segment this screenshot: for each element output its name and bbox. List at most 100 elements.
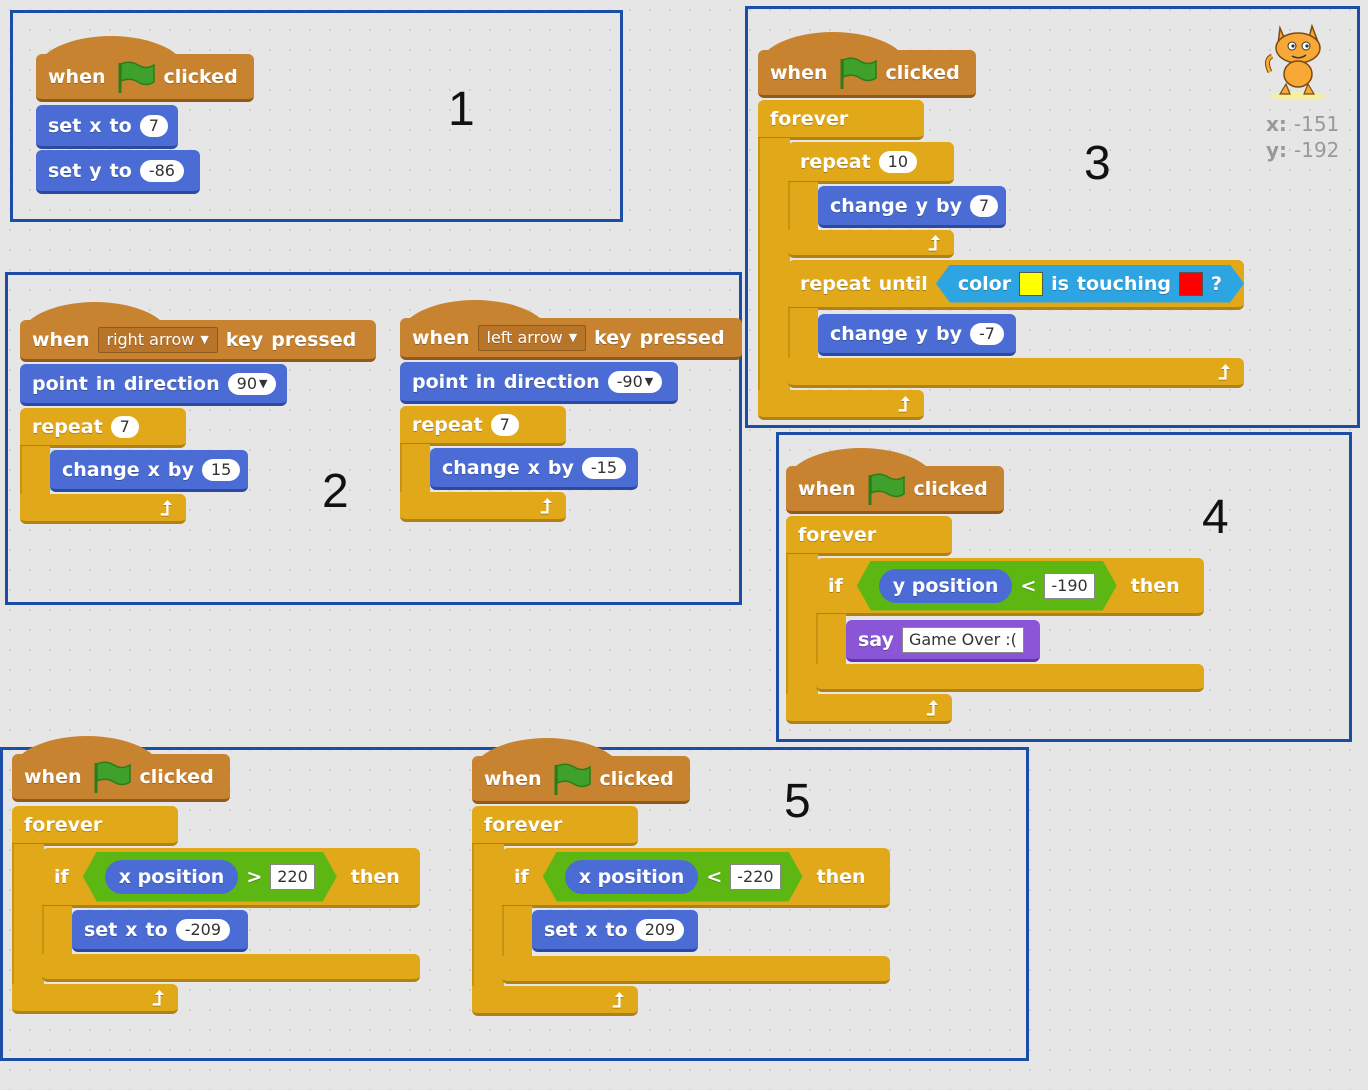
if-then-block[interactable]: if x position < -220 then [502, 848, 890, 908]
color-touching-color-block[interactable]: color is touching ? [936, 265, 1244, 303]
repeat-block[interactable]: repeat 7 [400, 406, 566, 446]
color-swatch-b[interactable] [1179, 272, 1203, 296]
in-label: in [475, 370, 496, 393]
if-block-side [816, 614, 846, 670]
compare-value[interactable]: 220 [270, 864, 315, 890]
color-swatch-a[interactable] [1019, 272, 1043, 296]
x-label: x [118, 865, 132, 888]
loop-arrow-icon: ⮥ [928, 230, 940, 255]
set-x-block[interactable]: set x to -209 [72, 910, 248, 952]
repeat-block-end: ⮥ [400, 492, 566, 522]
direction-value[interactable]: -90▼ [607, 370, 663, 393]
loop-arrow-icon: ⮥ [926, 695, 938, 720]
repeat-label: repeat [412, 413, 483, 436]
position-label: position [911, 574, 999, 597]
repeat-block[interactable]: repeat 7 [20, 408, 186, 448]
set-x-value[interactable]: -209 [175, 918, 230, 941]
direction-value[interactable]: 90▼ [227, 372, 277, 395]
key-dropdown[interactable]: right arrow▼ [97, 326, 218, 353]
set-y-block[interactable]: set y to -86 [36, 150, 200, 194]
repeat-count[interactable]: 7 [490, 413, 519, 436]
forever-block[interactable]: forever [12, 806, 178, 846]
when-key-pressed-block[interactable]: when right arrow▼ key pressed [20, 302, 376, 362]
point-label: point [32, 372, 88, 395]
change-y-value[interactable]: 7 [970, 194, 999, 217]
green-flag-icon [118, 61, 155, 93]
say-block[interactable]: say Game Over :( [846, 620, 1040, 662]
forever-block[interactable]: forever [786, 516, 952, 556]
change-x-block[interactable]: change x by -15 [430, 448, 638, 490]
repeat-count[interactable]: 7 [110, 415, 139, 438]
by-label: by [547, 456, 574, 479]
when-flag-clicked-block[interactable]: when clicked [758, 32, 976, 98]
point-in-direction-block[interactable]: point in direction -90▼ [400, 362, 678, 404]
when-label: when [48, 65, 106, 88]
question-mark-label: ? [1211, 272, 1223, 295]
loop-arrow-icon: ⮥ [612, 987, 624, 1012]
forever-block-end: ⮥ [758, 390, 924, 420]
set-x-value[interactable]: 7 [139, 114, 168, 137]
when-label: when [24, 765, 82, 788]
change-y-block[interactable]: change y by 7 [818, 186, 1006, 228]
if-label: if [828, 574, 843, 597]
greater-than-symbol: > [246, 865, 263, 888]
x-label: x [125, 918, 138, 941]
greater-than-operator[interactable]: x position > 220 [83, 852, 337, 902]
change-y-value[interactable]: -7 [970, 322, 1004, 345]
group-number-2: 2 [322, 465, 349, 518]
change-x-value[interactable]: 15 [201, 458, 241, 481]
when-label: when [770, 61, 828, 84]
x-position-reporter[interactable]: x position [105, 860, 239, 894]
when-label: when [798, 477, 856, 500]
compare-value[interactable]: -220 [730, 864, 780, 890]
touching-label: touching [1076, 272, 1172, 295]
forever-label: forever [484, 813, 563, 836]
repeat-count[interactable]: 10 [878, 150, 918, 173]
position-label: position [597, 865, 685, 888]
set-y-value[interactable]: -86 [139, 159, 184, 182]
forever-label: forever [24, 813, 103, 836]
repeat-block-end: ⮥ [788, 230, 954, 258]
forever-block-side [758, 138, 790, 390]
is-label: is [1051, 272, 1069, 295]
if-block-end [42, 954, 420, 982]
set-x-block[interactable]: set x to 209 [532, 910, 698, 952]
repeat-label: repeat [800, 150, 871, 173]
when-flag-clicked-block[interactable]: when clicked [786, 448, 1004, 514]
forever-block[interactable]: forever [758, 100, 924, 140]
repeat-block[interactable]: repeat 10 [788, 142, 954, 184]
when-flag-clicked-block[interactable]: when clicked [36, 36, 254, 102]
set-x-value[interactable]: 209 [635, 918, 685, 941]
set-x-block[interactable]: set x to 7 [36, 105, 178, 149]
to-label: to [109, 159, 132, 182]
group-frame-3 [745, 6, 1360, 428]
if-then-block[interactable]: if y position < -190 then [816, 558, 1204, 616]
when-key-pressed-block[interactable]: when left arrow▼ key pressed [400, 300, 742, 360]
direction-value-text: 90 [236, 374, 257, 393]
y-position-reporter[interactable]: y position [879, 569, 1013, 603]
less-than-operator[interactable]: x position < -220 [543, 852, 803, 902]
x-position-reporter[interactable]: x position [565, 860, 699, 894]
repeat-block-end: ⮥ [20, 494, 186, 524]
point-in-direction-block[interactable]: point in direction 90▼ [20, 364, 287, 406]
clicked-label: clicked [913, 477, 988, 500]
clicked-label: clicked [163, 65, 238, 88]
key-dropdown[interactable]: left arrow▼ [477, 324, 587, 351]
group-number-4: 4 [1202, 491, 1229, 544]
change-x-value[interactable]: -15 [581, 456, 627, 479]
repeat-until-block[interactable]: repeat until color is touching ? [788, 260, 1244, 310]
point-label: point [412, 370, 468, 393]
y-label: y [915, 322, 929, 345]
group-frame-2 [5, 272, 742, 605]
forever-block[interactable]: forever [472, 806, 638, 846]
less-than-operator[interactable]: y position < -190 [857, 561, 1117, 611]
change-y-block[interactable]: change y by -7 [818, 314, 1016, 356]
repeat-block-side [400, 444, 430, 496]
green-flag-icon [840, 57, 877, 89]
say-text-input[interactable]: Game Over :( [901, 626, 1024, 653]
change-x-block[interactable]: change x by 15 [50, 450, 248, 492]
when-flag-clicked-block[interactable]: when clicked [472, 738, 690, 804]
if-then-block[interactable]: if x position > 220 then [42, 848, 420, 908]
compare-value[interactable]: -190 [1044, 573, 1094, 599]
when-flag-clicked-block[interactable]: when clicked [12, 736, 230, 802]
